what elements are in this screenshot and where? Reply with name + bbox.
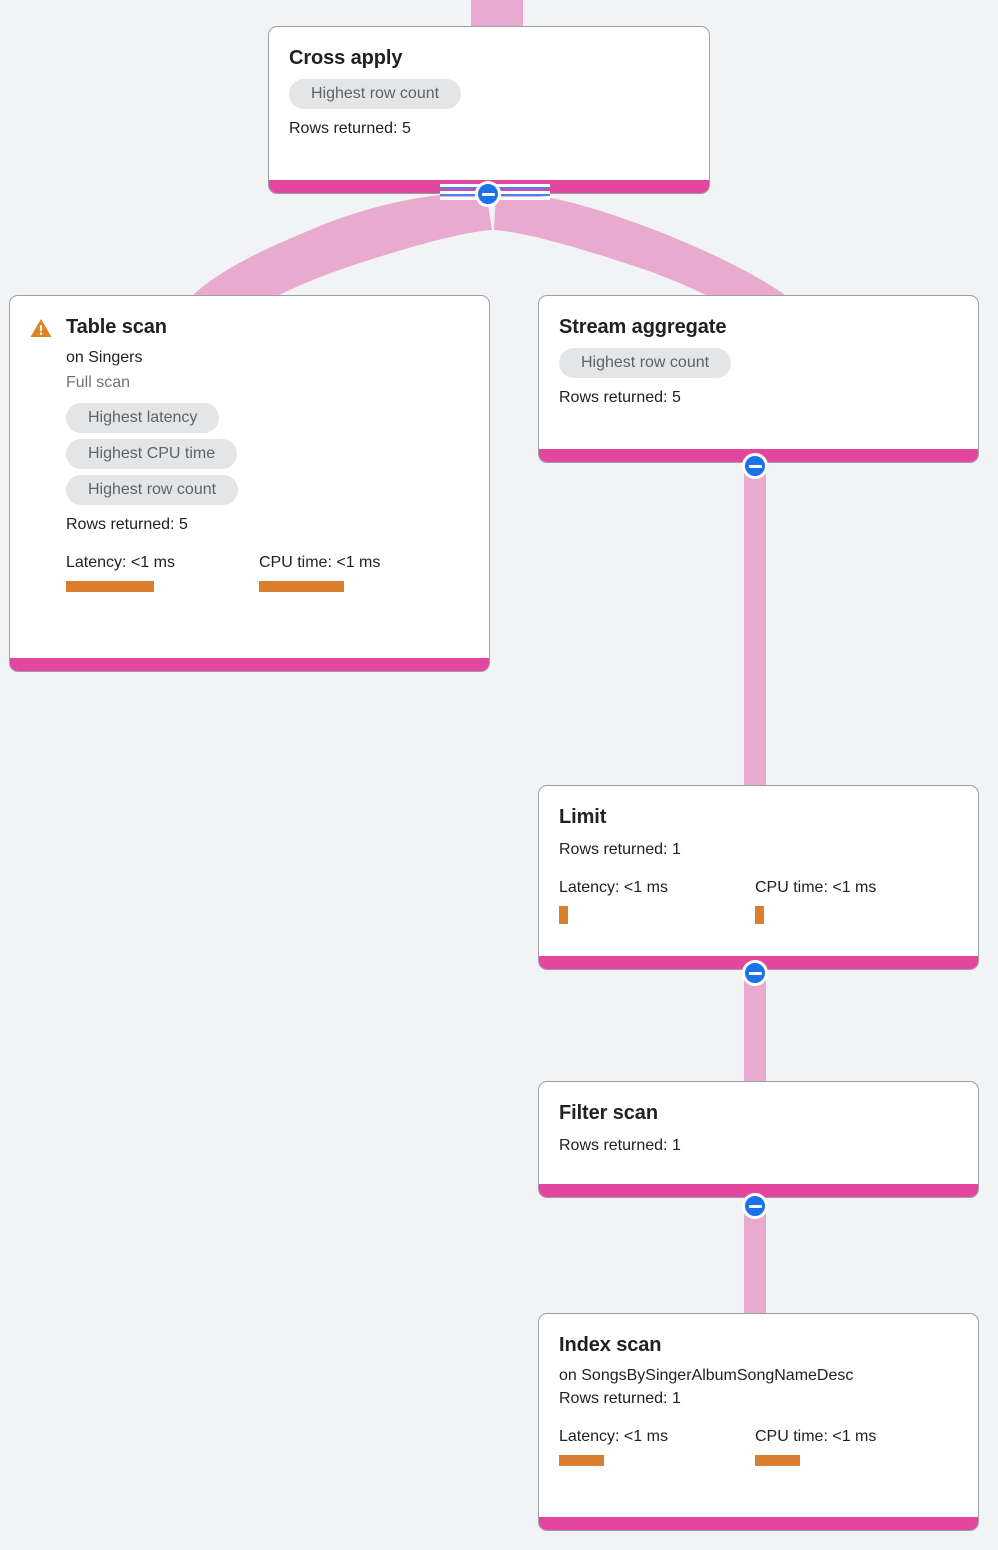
metric-latency-label: Latency: <1 ms — [559, 1428, 668, 1445]
plan-node-stream-aggregate[interactable]: Stream aggregate Highest row count Rows … — [538, 295, 979, 463]
node-accent-bar — [539, 1184, 978, 1197]
node-accent-bar — [539, 1517, 978, 1530]
metric-cpu-time-bar — [259, 581, 344, 592]
node-metrics: Latency: <1 ms CPU time: <1 ms — [559, 1427, 958, 1466]
rows-returned: Rows returned: 1 — [559, 841, 681, 858]
edge-cross-apply-to-stream-aggregate-ribbon — [494, 192, 792, 345]
metric-latency: Latency: <1 ms — [559, 1427, 755, 1466]
plan-node-limit[interactable]: Limit Rows returned: 1 Latency: <1 ms CP… — [538, 785, 979, 970]
collapse-toggle-limit[interactable] — [742, 960, 768, 986]
metric-latency-bar — [559, 906, 568, 924]
metric-latency-label: Latency: <1 ms — [66, 554, 175, 571]
plan-node-table-scan[interactable]: Table scan on Singers Full scan Highest … — [9, 295, 490, 672]
metric-cpu-time: CPU time: <1 ms — [755, 1427, 876, 1466]
plan-node-cross-apply[interactable]: Cross apply Highest row count Rows retur… — [268, 26, 710, 194]
node-title: Table scan — [66, 316, 167, 338]
node-title: Stream aggregate — [559, 316, 727, 338]
node-accent-bar — [10, 658, 489, 671]
node-header: Limit — [559, 804, 958, 830]
node-chip-list: Highest latency Highest CPU time Highest… — [66, 403, 469, 505]
node-body: Limit Rows returned: 1 Latency: <1 ms CP… — [539, 786, 978, 956]
edge-cross-apply-to-table-scan-ribbon — [190, 192, 492, 345]
metric-latency-bar — [559, 1455, 604, 1466]
chip-highest-row-count: Highest row count — [66, 475, 239, 505]
node-header: Cross apply — [289, 45, 689, 71]
plan-node-index-scan[interactable]: Index scan on SongsBySingerAlbumSongName… — [538, 1313, 979, 1531]
node-title: Index scan — [559, 1334, 662, 1356]
rows-returned: Rows returned: 1 — [559, 1390, 681, 1407]
node-title: Cross apply — [289, 47, 403, 69]
chip-highest-row-count: Highest row count — [289, 79, 462, 109]
metric-cpu-time-bar — [755, 906, 764, 924]
node-body: Cross apply Highest row count Rows retur… — [269, 27, 709, 180]
collapse-toggle-cross-apply[interactable] — [475, 181, 501, 207]
node-header: Index scan — [559, 1332, 958, 1358]
node-scan-type: Full scan — [66, 374, 131, 391]
node-body: Filter scan Rows returned: 1 — [539, 1082, 978, 1184]
node-metrics: Latency: <1 ms CPU time: <1 ms — [559, 878, 958, 924]
metric-cpu-time-label: CPU time: <1 ms — [755, 1428, 877, 1445]
plan-node-filter-scan[interactable]: Filter scan Rows returned: 1 — [538, 1081, 979, 1198]
node-body: Stream aggregate Highest row count Rows … — [539, 296, 978, 449]
rows-returned: Rows returned: 1 — [559, 1137, 681, 1154]
node-header: Filter scan — [559, 1100, 958, 1126]
warning-icon — [30, 319, 52, 337]
edge-filter-scan-to-index-scan — [744, 1190, 766, 1325]
rows-returned: Rows returned: 5 — [66, 516, 188, 533]
node-title: Filter scan — [559, 1102, 658, 1124]
edge-inbound-top — [471, 0, 523, 30]
node-chip-list: Highest row count — [559, 348, 958, 378]
metric-cpu-time: CPU time: <1 ms — [259, 553, 380, 592]
metric-cpu-time-bar — [755, 1455, 800, 1466]
metric-latency: Latency: <1 ms — [559, 878, 755, 924]
rows-returned: Rows returned: 5 — [289, 120, 411, 137]
edge-limit-to-filter-scan — [744, 960, 766, 1090]
node-title: Limit — [559, 806, 607, 828]
chip-highest-latency: Highest latency — [66, 403, 220, 433]
node-metrics: Latency: <1 ms CPU time: <1 ms — [66, 553, 469, 592]
node-chip-list: Highest row count — [289, 79, 689, 109]
node-subtitle: on Singers — [66, 349, 143, 366]
metric-cpu-time-label: CPU time: <1 ms — [755, 879, 877, 896]
chip-highest-cpu-time: Highest CPU time — [66, 439, 238, 469]
node-body: Index scan on SongsBySingerAlbumSongName… — [539, 1314, 978, 1517]
metric-cpu-time: CPU time: <1 ms — [755, 878, 876, 924]
node-subtitle: on SongsBySingerAlbumSongNameDesc — [559, 1367, 854, 1384]
collapse-toggle-filter-scan[interactable] — [742, 1193, 768, 1219]
metric-latency-bar — [66, 581, 154, 592]
node-header: Stream aggregate — [559, 314, 958, 340]
metric-latency-label: Latency: <1 ms — [559, 879, 668, 896]
metric-latency: Latency: <1 ms — [66, 553, 259, 592]
node-header: Table scan — [30, 314, 469, 340]
rows-returned: Rows returned: 5 — [559, 389, 681, 406]
edge-stream-aggregate-to-limit — [744, 455, 766, 795]
node-body: Table scan on Singers Full scan Highest … — [10, 296, 489, 658]
collapse-toggle-stream-aggregate[interactable] — [742, 453, 768, 479]
chip-highest-row-count: Highest row count — [559, 348, 732, 378]
metric-cpu-time-label: CPU time: <1 ms — [259, 554, 381, 571]
